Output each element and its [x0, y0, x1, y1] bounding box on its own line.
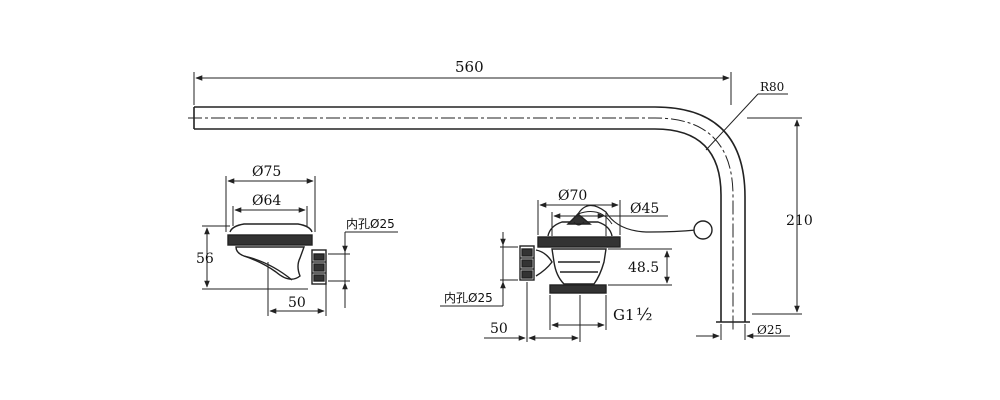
dim-vertical-height-label: 210 [786, 213, 813, 229]
dim-right-body-height [608, 248, 672, 286]
left-fitting [227, 223, 327, 285]
dim-left-offset-label: 50 [288, 295, 306, 311]
dim-pipe-diameter-label: Ø25 [757, 323, 782, 337]
main-pipe [193, 106, 750, 323]
dim-right-ball-diameter [551, 212, 668, 236]
dim-right-offset-label: 50 [490, 321, 508, 337]
dim-vertical-height [747, 117, 802, 315]
dim-left-outer-diameter [225, 176, 316, 232]
dim-right-offset [484, 282, 581, 342]
dim-left-height [202, 225, 308, 290]
dim-left-height-label: 56 [196, 251, 214, 267]
dim-left-inner-hole [328, 231, 398, 308]
dim-right-outer-diameter [537, 200, 621, 235]
dim-overall-length-label: 560 [455, 58, 484, 76]
pipe-centerline [188, 117, 734, 330]
right-fitting [519, 204, 713, 294]
dim-bend-radius-label: R80 [760, 80, 784, 94]
dim-right-outer-diameter-label: Ø70 [558, 188, 587, 204]
dim-right-body-height-label: 48.5 [628, 260, 659, 276]
dim-left-outer-diameter-label: Ø75 [252, 164, 281, 180]
dim-left-offset [267, 262, 327, 316]
dim-right-inner-hole-label: 内孔Ø25 [444, 291, 493, 305]
dim-pipe-diameter [696, 324, 790, 340]
dim-overall-length [193, 72, 732, 105]
dim-left-inner-diameter-label: Ø64 [252, 193, 281, 209]
dim-right-thread-fraction: ½ [636, 305, 652, 325]
dim-right-thread-label: G1 [613, 306, 635, 324]
dim-right-ball-diameter-label: Ø45 [630, 201, 659, 217]
dim-left-inner-hole-label: 内孔Ø25 [346, 217, 395, 231]
dim-left-inner-diameter [232, 206, 308, 226]
dim-right-thread [549, 295, 607, 330]
dim-bend-radius [705, 93, 788, 151]
dim-right-inner-hole [440, 232, 518, 307]
